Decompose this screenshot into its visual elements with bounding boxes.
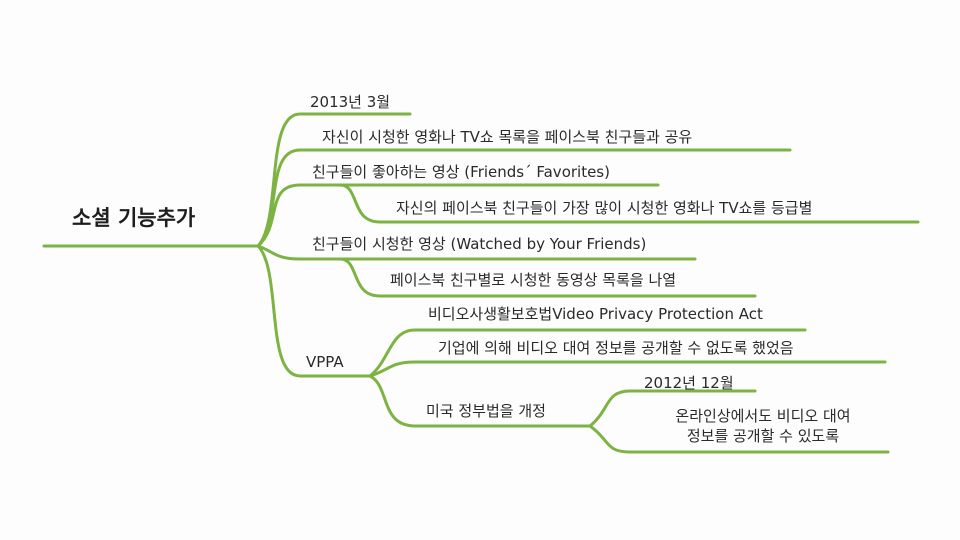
branch-online [588,424,890,454]
branch-date-2012 [588,389,757,428]
branch-vppa-ban [368,360,887,378]
node-vppa[interactable]: VPPA [306,353,344,371]
node-per-friend[interactable]: 페이스북 친구별로 시청한 동영상 목록을 나열 [390,271,677,289]
node-date-2012[interactable]: 2012년 12월 [644,374,734,392]
branch-amend [368,374,592,428]
branch-vppa [256,244,372,378]
branch-grade-by [338,183,920,224]
branch-vppa-full [368,328,807,378]
node-date-2013[interactable]: 2013년 3월 [310,93,391,111]
node-vppa-full[interactable]: 비디오사생활보호법Video Privacy Protection Act [428,305,763,323]
branch-friends-watched [256,244,697,261]
branch-per-friend [338,257,757,298]
branch-friends-favorites [256,183,660,248]
node-friends-favorites[interactable]: 친구들이 좋아하는 영상 (Friends´ Favorites) [312,163,610,181]
root-topic[interactable]: 소셜 기능추가 [72,206,196,230]
node-friends-watched[interactable]: 친구들이 시청한 영상 (Watched by Your Friends) [312,235,647,253]
node-online[interactable]: 온라인상에서도 비디오 대여 정보를 공개할 수 있도록 [648,406,878,446]
node-amend[interactable]: 미국 정부법을 개정 [426,402,546,420]
branch-share-list [256,148,792,248]
node-online-line1: 온라인상에서도 비디오 대여 [675,407,851,425]
node-online-line2: 정보를 공개할 수 있도록 [686,427,840,445]
node-vppa-ban[interactable]: 기업에 의해 비디오 대여 정보를 공개할 수 없도록 했었음 [438,339,794,357]
node-grade-by[interactable]: 자신의 페이스북 친구들이 가장 많이 시청한 영화나 TV쇼를 등급별 [396,199,813,217]
node-share-list[interactable]: 자신이 시청한 영화나 TV쇼 목록을 페이스북 친구들과 공유 [322,128,693,146]
